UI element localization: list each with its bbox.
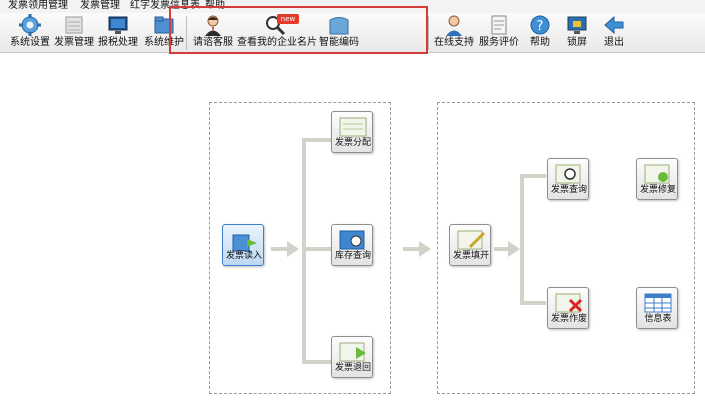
- toolbar-label: 发票管理: [54, 37, 94, 48]
- toolbar-divider: [428, 16, 429, 50]
- connector-horizontal: [520, 301, 546, 305]
- invoice-query-node[interactable]: 发票查询: [546, 158, 590, 200]
- toolbar-label: 帮助: [530, 37, 550, 48]
- toolbar-label: 锁屏: [567, 37, 587, 48]
- folder-tools-icon: [154, 16, 174, 34]
- toolbar-label: 查看我的企业名片: [237, 37, 317, 48]
- invoice-read-node[interactable]: 发票读入: [221, 224, 265, 266]
- node-label: 发票查询: [550, 185, 587, 195]
- connector-horizontal: [302, 247, 332, 251]
- info-table-icon: [644, 293, 672, 313]
- invoice-fill-icon: [457, 230, 486, 250]
- invoice-void-icon: [555, 293, 583, 313]
- usb-read-icon: [232, 234, 257, 252]
- invoice-distribute-node[interactable]: 发票分配: [330, 111, 374, 153]
- online-support-icon: [446, 15, 462, 36]
- connector-horizontal: [520, 174, 546, 178]
- invoice-query-icon: [555, 164, 581, 184]
- help-button[interactable]: ? 帮助: [527, 14, 553, 52]
- toolbar-label: 在线支持: [434, 37, 474, 48]
- flow-arrow: [271, 241, 299, 257]
- invoice-management-button[interactable]: 发票管理: [53, 14, 95, 52]
- flow-arrow: [403, 241, 431, 257]
- service-rating-button[interactable]: 服务评价: [478, 14, 520, 52]
- toolbar-label: 服务评价: [479, 37, 519, 48]
- new-badge: new: [277, 14, 299, 24]
- smart-code-button[interactable]: 智能编码: [318, 14, 360, 52]
- contact-service-button[interactable]: 请谘客服: [192, 14, 234, 52]
- toolbar-label: 退出: [604, 37, 624, 48]
- menu-invoice-management[interactable]: 发票管理: [80, 0, 120, 11]
- invoice-void-node[interactable]: 发票作废: [546, 287, 590, 329]
- node-label: 库存查询: [334, 251, 371, 261]
- highlight-box: [169, 6, 428, 54]
- invoice-return-node[interactable]: 发票退回: [330, 336, 374, 378]
- gear-icon: [19, 14, 41, 36]
- invoice-issuing-panel: [437, 102, 695, 394]
- invoice-return-button[interactable]: 发票退回: [331, 336, 373, 378]
- stock-query-button[interactable]: 库存查询: [331, 224, 373, 266]
- toolbar-label: 系统维护: [144, 37, 184, 48]
- lock-screen-icon: [567, 16, 587, 34]
- invoice-fill-button[interactable]: 发票填开: [449, 224, 491, 266]
- toolbar-label: 智能编码: [319, 37, 359, 48]
- node-label: 发票退回: [334, 363, 371, 373]
- toolbar-divider: [186, 16, 187, 50]
- lock-screen-button[interactable]: 锁屏: [564, 14, 590, 52]
- invoice-distribute-button[interactable]: 发票分配: [331, 111, 373, 153]
- exit-arrow-icon: [604, 15, 624, 35]
- toolbar-label: 报税处理: [98, 37, 138, 48]
- info-table-button[interactable]: 信息表: [636, 287, 678, 329]
- survey-icon: [491, 15, 507, 35]
- smart-code-icon: [329, 17, 349, 35]
- monitor-icon: [108, 16, 128, 34]
- invoice-query-button[interactable]: 发票查询: [547, 158, 589, 200]
- invoice-repair-icon: [644, 164, 670, 184]
- connector-vertical: [302, 138, 306, 364]
- menu-help[interactable]: 帮助: [205, 0, 225, 11]
- node-label: 发票作废: [550, 314, 587, 324]
- node-label: 信息表: [644, 314, 672, 324]
- help-icon: ?: [530, 15, 550, 35]
- svg-text:?: ?: [537, 19, 544, 34]
- online-support-button[interactable]: 在线支持: [433, 14, 475, 52]
- toolbar-label: 请谘客服: [193, 37, 233, 48]
- info-table-node[interactable]: 信息表: [635, 287, 679, 329]
- node-label: 发票读入: [225, 251, 262, 261]
- invoice-fill-node[interactable]: 发票填开: [448, 224, 492, 266]
- invoice-distribute-icon: [339, 117, 367, 137]
- tax-report-button[interactable]: 报税处理: [97, 14, 139, 52]
- node-label: 发票填开: [452, 251, 489, 261]
- menu-invoice-acquisition[interactable]: 发票领用管理: [8, 0, 68, 11]
- invoice-repair-button[interactable]: 发票修复: [636, 158, 678, 200]
- system-maintenance-button[interactable]: 系统维护: [142, 14, 186, 52]
- connector-horizontal: [302, 138, 332, 142]
- stock-query-icon: [339, 230, 365, 250]
- workspace: 发票读入 发票分配 库存查询 发票退回: [0, 54, 705, 400]
- invoice-void-button[interactable]: 发票作废: [547, 287, 589, 329]
- invoice-read-button[interactable]: 发票读入: [222, 224, 264, 266]
- system-settings-button[interactable]: 系统设置: [8, 14, 52, 52]
- exit-button[interactable]: 退出: [601, 14, 627, 52]
- stock-query-node[interactable]: 库存查询: [330, 224, 374, 266]
- connector-vertical: [520, 174, 524, 305]
- customer-service-icon: [205, 15, 221, 36]
- flow-arrow: [494, 241, 520, 257]
- toolbar: 系统设置 发票管理 报税处理 系统维护 请谘客服: [0, 13, 705, 53]
- connector-horizontal: [302, 360, 332, 364]
- invoice-return-icon: [339, 342, 366, 362]
- node-label: 发票修复: [639, 185, 676, 195]
- invoice-stack-icon: [65, 16, 83, 34]
- invoice-repair-node[interactable]: 发票修复: [635, 158, 679, 200]
- node-label: 发票分配: [334, 138, 371, 148]
- invoice-acquisition-panel: [209, 102, 391, 394]
- menu-red-invoice-info[interactable]: 红字发票信息表: [130, 0, 200, 11]
- toolbar-label: 系统设置: [10, 37, 50, 48]
